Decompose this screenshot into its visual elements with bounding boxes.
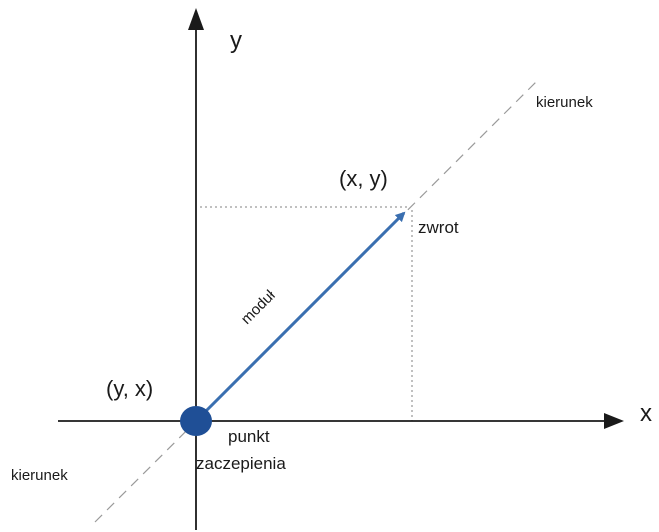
direction-label-top: kierunek bbox=[536, 94, 593, 111]
y-axis-label: y bbox=[230, 27, 242, 54]
x-axis-arrowhead bbox=[604, 413, 624, 429]
x-axis-label: x bbox=[640, 400, 652, 427]
anchor-label-line2: zaczepienia bbox=[196, 454, 286, 473]
tip-point-label: (x, y) bbox=[339, 166, 388, 191]
y-axis-arrowhead bbox=[188, 8, 204, 30]
vector-arrow bbox=[196, 211, 406, 421]
direction-label-bottom: kierunek bbox=[11, 467, 68, 484]
sense-label: zwrot bbox=[418, 218, 459, 237]
origin-dot bbox=[180, 406, 212, 436]
anchor-label-line1: punkt bbox=[228, 427, 270, 446]
magnitude-label: moduł bbox=[238, 286, 279, 327]
origin-point-label: (y, x) bbox=[106, 376, 153, 401]
